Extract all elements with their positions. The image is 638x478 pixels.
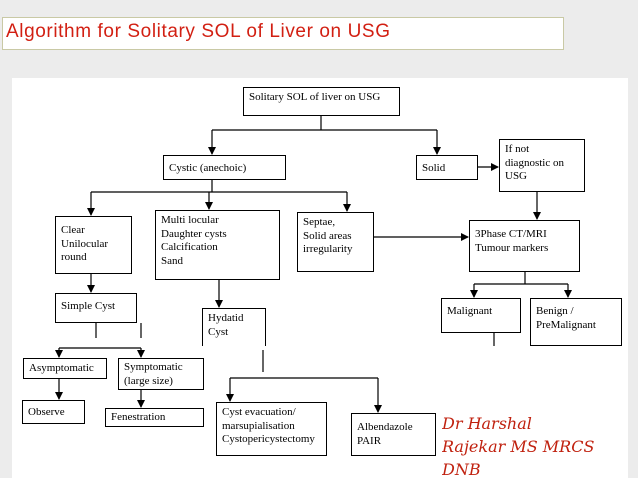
node-ct-mri: 3Phase CT/MRI Tumour markers — [469, 220, 580, 272]
node-malignant: Malignant — [441, 298, 521, 333]
node-simple-cyst: Simple Cyst — [55, 293, 137, 323]
node-if-not-diagnostic: If not diagnostic on USG — [499, 139, 585, 192]
author-signature: Dr Harshal Rajekar MS MRCS DNB — [442, 414, 595, 478]
node-cystic: Cystic (anechoic) — [163, 155, 286, 180]
flowchart: Solitary SOL of liver on USG Cystic (ane… — [12, 78, 638, 478]
node-asymptomatic: Asymptomatic — [23, 358, 107, 379]
node-fenestration: Fenestration — [105, 408, 204, 427]
node-clear-unilocular: Clear Unilocular round — [55, 216, 132, 274]
node-benign-premalignant: Benign / PreMalignant — [530, 298, 622, 346]
node-root: Solitary SOL of liver on USG — [243, 87, 400, 116]
node-septae: Septae, Solid areas irregularity — [297, 212, 374, 272]
node-multilocular: Multi locular Daughter cysts Calcificati… — [155, 210, 280, 280]
node-albendazole-pair: Albendazole PAIR — [351, 413, 436, 456]
slide-title: Algorithm for Solitary SOL of Liver on U… — [2, 17, 564, 50]
node-cyst-evacuation: Cyst evacuation/ marsupialisation Cystop… — [216, 402, 327, 456]
connector-lines — [55, 116, 572, 413]
node-solid: Solid — [416, 155, 478, 180]
node-hydatid-cyst: Hydatid Cyst — [202, 308, 266, 346]
node-observe: Observe — [22, 400, 85, 424]
node-symptomatic: Symptomatic (large size) — [118, 358, 204, 390]
